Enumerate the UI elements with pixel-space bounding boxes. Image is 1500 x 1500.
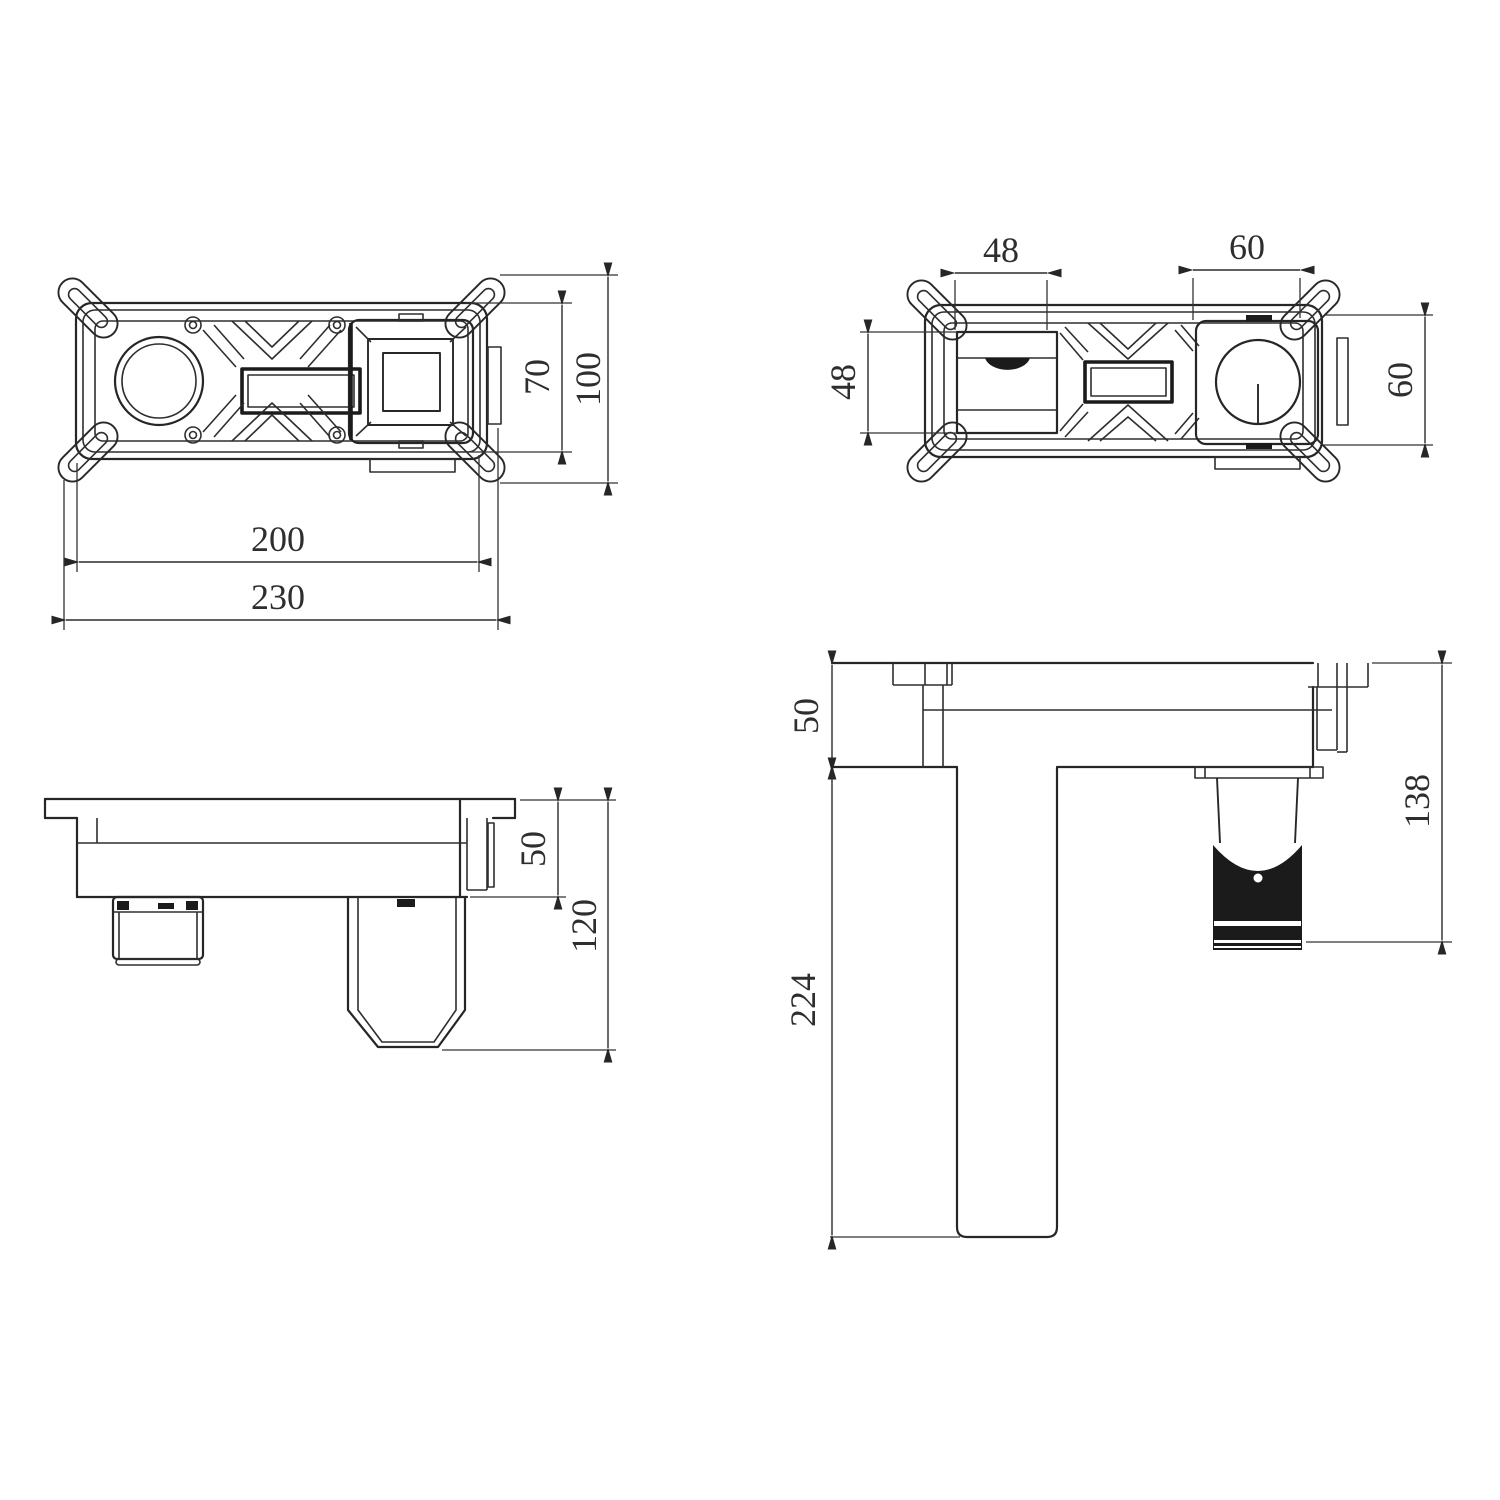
mounting-ear-top-left	[906, 279, 968, 341]
dim-label-100: 100	[568, 352, 608, 406]
dim-label-230: 230	[251, 577, 305, 617]
faucet-body	[830, 661, 1315, 769]
dim-label-138: 138	[1397, 774, 1437, 828]
valve-knob	[1213, 845, 1302, 950]
dim-valve-drop-138: 138	[1306, 650, 1452, 955]
view-box-front-plan: 70 100 200 230	[51, 262, 618, 630]
mounting-ear-top-right	[1279, 279, 1341, 341]
mounting-ear-top-right	[444, 277, 506, 339]
dim-label-200: 200	[251, 519, 305, 559]
dim-label-60-side: 60	[1380, 362, 1420, 398]
dim-body-height-50: 50	[786, 650, 837, 780]
dim-spout-drop-224: 224	[783, 757, 960, 1250]
centre-slot-inner	[247, 374, 355, 408]
dim-label-48-top: 48	[983, 230, 1019, 270]
view-box-back-plan: 48 60 48 60	[823, 227, 1433, 483]
dim-overall-width-230: 230	[51, 428, 511, 630]
centre-slot-inner	[1090, 367, 1167, 397]
box-outer-shell	[923, 303, 1324, 459]
rib-pattern	[202, 320, 342, 442]
dim-label-60-top: 60	[1229, 227, 1265, 267]
screw-bosses	[184, 316, 346, 444]
mounting-ear-bottom-right	[1279, 421, 1341, 483]
round-valve-port	[1194, 315, 1320, 470]
square-valve-seat	[347, 313, 475, 473]
dim-label-50-side: 50	[513, 831, 553, 867]
left-wall-tab	[892, 663, 953, 767]
dim-label-70: 70	[517, 359, 557, 395]
box-shell-inner-line	[931, 311, 1316, 451]
round-port-inner	[121, 343, 197, 419]
box-side-body	[43, 797, 517, 899]
box-shell-inner-line	[82, 309, 481, 453]
dim-inner-height-70: 70	[466, 290, 572, 465]
dim-left-port-height-48: 48	[823, 319, 957, 446]
dim-label-48-side: 48	[823, 364, 863, 400]
valve-knob-circle	[1214, 338, 1302, 426]
view-faucet-front: 50 224 138	[783, 650, 1452, 1250]
dim-right-port-width-60: 60	[1178, 227, 1315, 320]
dim-inner-width-200: 200	[64, 455, 492, 572]
spout	[955, 766, 1059, 1239]
valve-stem	[1194, 766, 1324, 844]
box-side-details	[77, 818, 495, 891]
valve-housing	[346, 895, 467, 1049]
hose-connector-block	[111, 895, 205, 966]
dim-label-50-front: 50	[786, 698, 826, 734]
centre-slot	[240, 367, 362, 415]
mounting-ear-top-left	[57, 277, 119, 339]
view-box-side: 50 120	[43, 787, 616, 1063]
box-side-plate	[487, 346, 502, 425]
dim-overall-height-100: 100	[500, 262, 618, 496]
dim-label-224: 224	[783, 973, 823, 1027]
right-wall-tab	[1308, 663, 1369, 753]
mounting-ear-bottom-left	[57, 421, 119, 483]
dim-body-depth-50: 50	[470, 787, 616, 910]
dim-right-port-height-60: 60	[1324, 302, 1433, 458]
rib-pattern	[1059, 322, 1200, 442]
centre-slot	[1083, 360, 1174, 404]
port-notch	[985, 358, 1030, 370]
mounting-ear-bottom-left	[906, 421, 968, 483]
box-side-plate	[1336, 337, 1349, 426]
dim-overall-depth-120: 120	[442, 787, 616, 1063]
box-inner-panel	[943, 322, 1304, 440]
square-hose-port	[955, 330, 1059, 435]
dim-label-120: 120	[564, 899, 604, 953]
dim-left-port-width-48: 48	[940, 230, 1062, 330]
knob-dot	[1253, 873, 1263, 883]
round-port-outer	[113, 335, 205, 427]
box-outer-shell	[74, 301, 489, 461]
box-inner-panel	[94, 320, 469, 442]
